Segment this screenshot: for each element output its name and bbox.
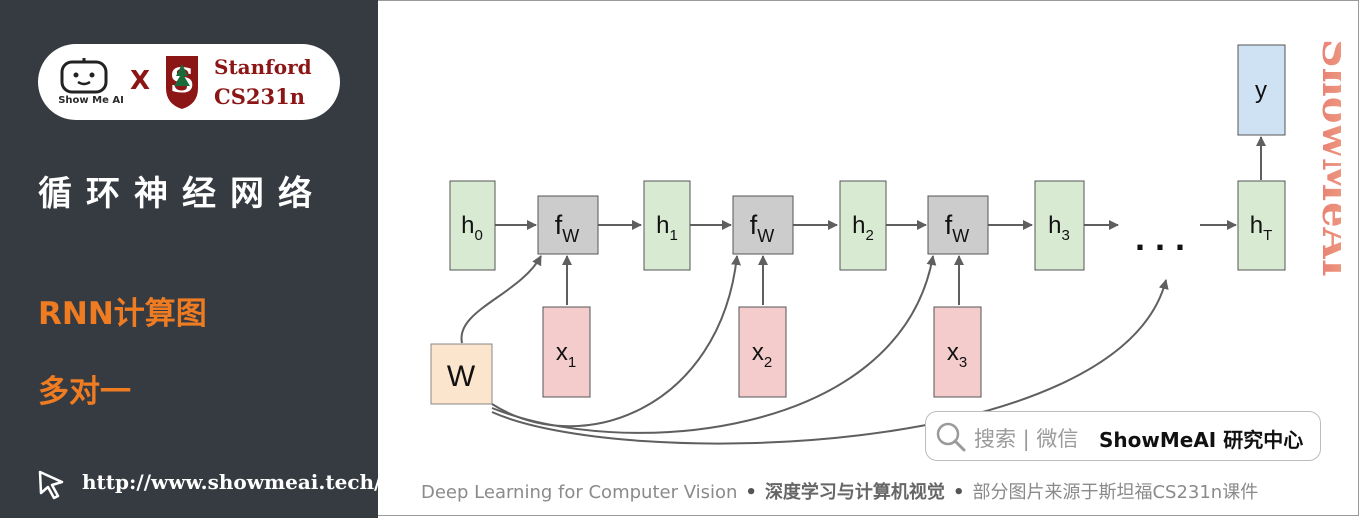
footer-chinese-title: 深度学习与计算机视觉	[764, 482, 945, 503]
footer: Deep Learning for Computer Vision • 深度学习与计…	[421, 478, 1258, 504]
hidden-state-hT: hT	[1237, 180, 1286, 271]
svg-text:h2: h2	[852, 212, 874, 244]
footer-separator-2: •	[952, 482, 965, 503]
site-url-link[interactable]: http://www.showmeai.tech/	[82, 470, 382, 494]
cursor-icon	[38, 470, 64, 500]
svg-text:ShowMeAI: ShowMeAI	[1313, 40, 1341, 276]
hidden-state-h3: h3	[1034, 180, 1085, 271]
function-fw-3: fW	[927, 195, 989, 255]
footer-separator: •	[745, 482, 757, 503]
input-x1: x1	[542, 306, 591, 398]
svg-text:y: y	[1255, 77, 1267, 104]
wechat-search-box[interactable]	[925, 411, 1321, 461]
function-fw-1: fW	[537, 195, 599, 255]
sidebar: Show Me AI X S Stanford CS231n 循环神经网络 RN…	[0, 0, 382, 518]
section-title: 循环神经网络	[38, 174, 326, 214]
input-x3: x3	[933, 306, 982, 398]
function-fw-2: fW	[732, 195, 794, 255]
hidden-state-h1: h1	[643, 180, 691, 271]
svg-text:W: W	[447, 360, 476, 393]
svg-text:fW: fW	[555, 210, 580, 246]
footer-course: Deep Learning for Computer Vision	[421, 482, 738, 503]
stanford-tree-icon: S	[166, 56, 198, 109]
ellipsis: . . .	[1135, 217, 1185, 258]
weight-w: W	[430, 343, 493, 405]
svg-text:h3: h3	[1048, 212, 1070, 244]
search-label: 搜索 | 微信	[974, 427, 1079, 451]
svg-text:fW: fW	[750, 210, 775, 246]
section-subtitle: RNN计算图	[38, 296, 207, 332]
hidden-state-h0: h0	[449, 180, 496, 271]
svg-text:fW: fW	[945, 210, 970, 246]
robot-logo-icon	[60, 58, 108, 94]
logo-card: Show Me AI X S Stanford CS231n	[38, 44, 340, 120]
svg-text:x2: x2	[752, 339, 772, 371]
input-x2: x2	[738, 306, 787, 398]
svg-text:h1: h1	[656, 212, 678, 244]
showmeai-watermark: ShowMeAI	[1313, 40, 1341, 276]
svg-text:x3: x3	[947, 339, 967, 371]
footer-source: 部分图片来源于斯坦福CS231n课件	[972, 482, 1259, 503]
stanford-name: Stanford	[214, 55, 312, 79]
search-icon	[936, 422, 966, 452]
hidden-state-h2: h2	[839, 180, 887, 271]
rnn-diagram: h0 h1 h2 h3 hT y fW fW fW x1 x2	[430, 44, 1286, 445]
svg-text:h0: h0	[461, 212, 483, 244]
svg-text:x1: x1	[556, 339, 576, 371]
svg-text:hT: hT	[1250, 212, 1273, 244]
brand-small: Show Me AI	[58, 95, 124, 106]
stanford-course: CS231n	[214, 84, 305, 109]
x-mark: X	[130, 66, 151, 96]
slide-frame	[378, 0, 1359, 516]
search-brand: ShowMeAI 研究中心	[1099, 428, 1304, 452]
output-y: y	[1237, 44, 1286, 136]
section-subtitle-2: 多对一	[38, 374, 131, 410]
